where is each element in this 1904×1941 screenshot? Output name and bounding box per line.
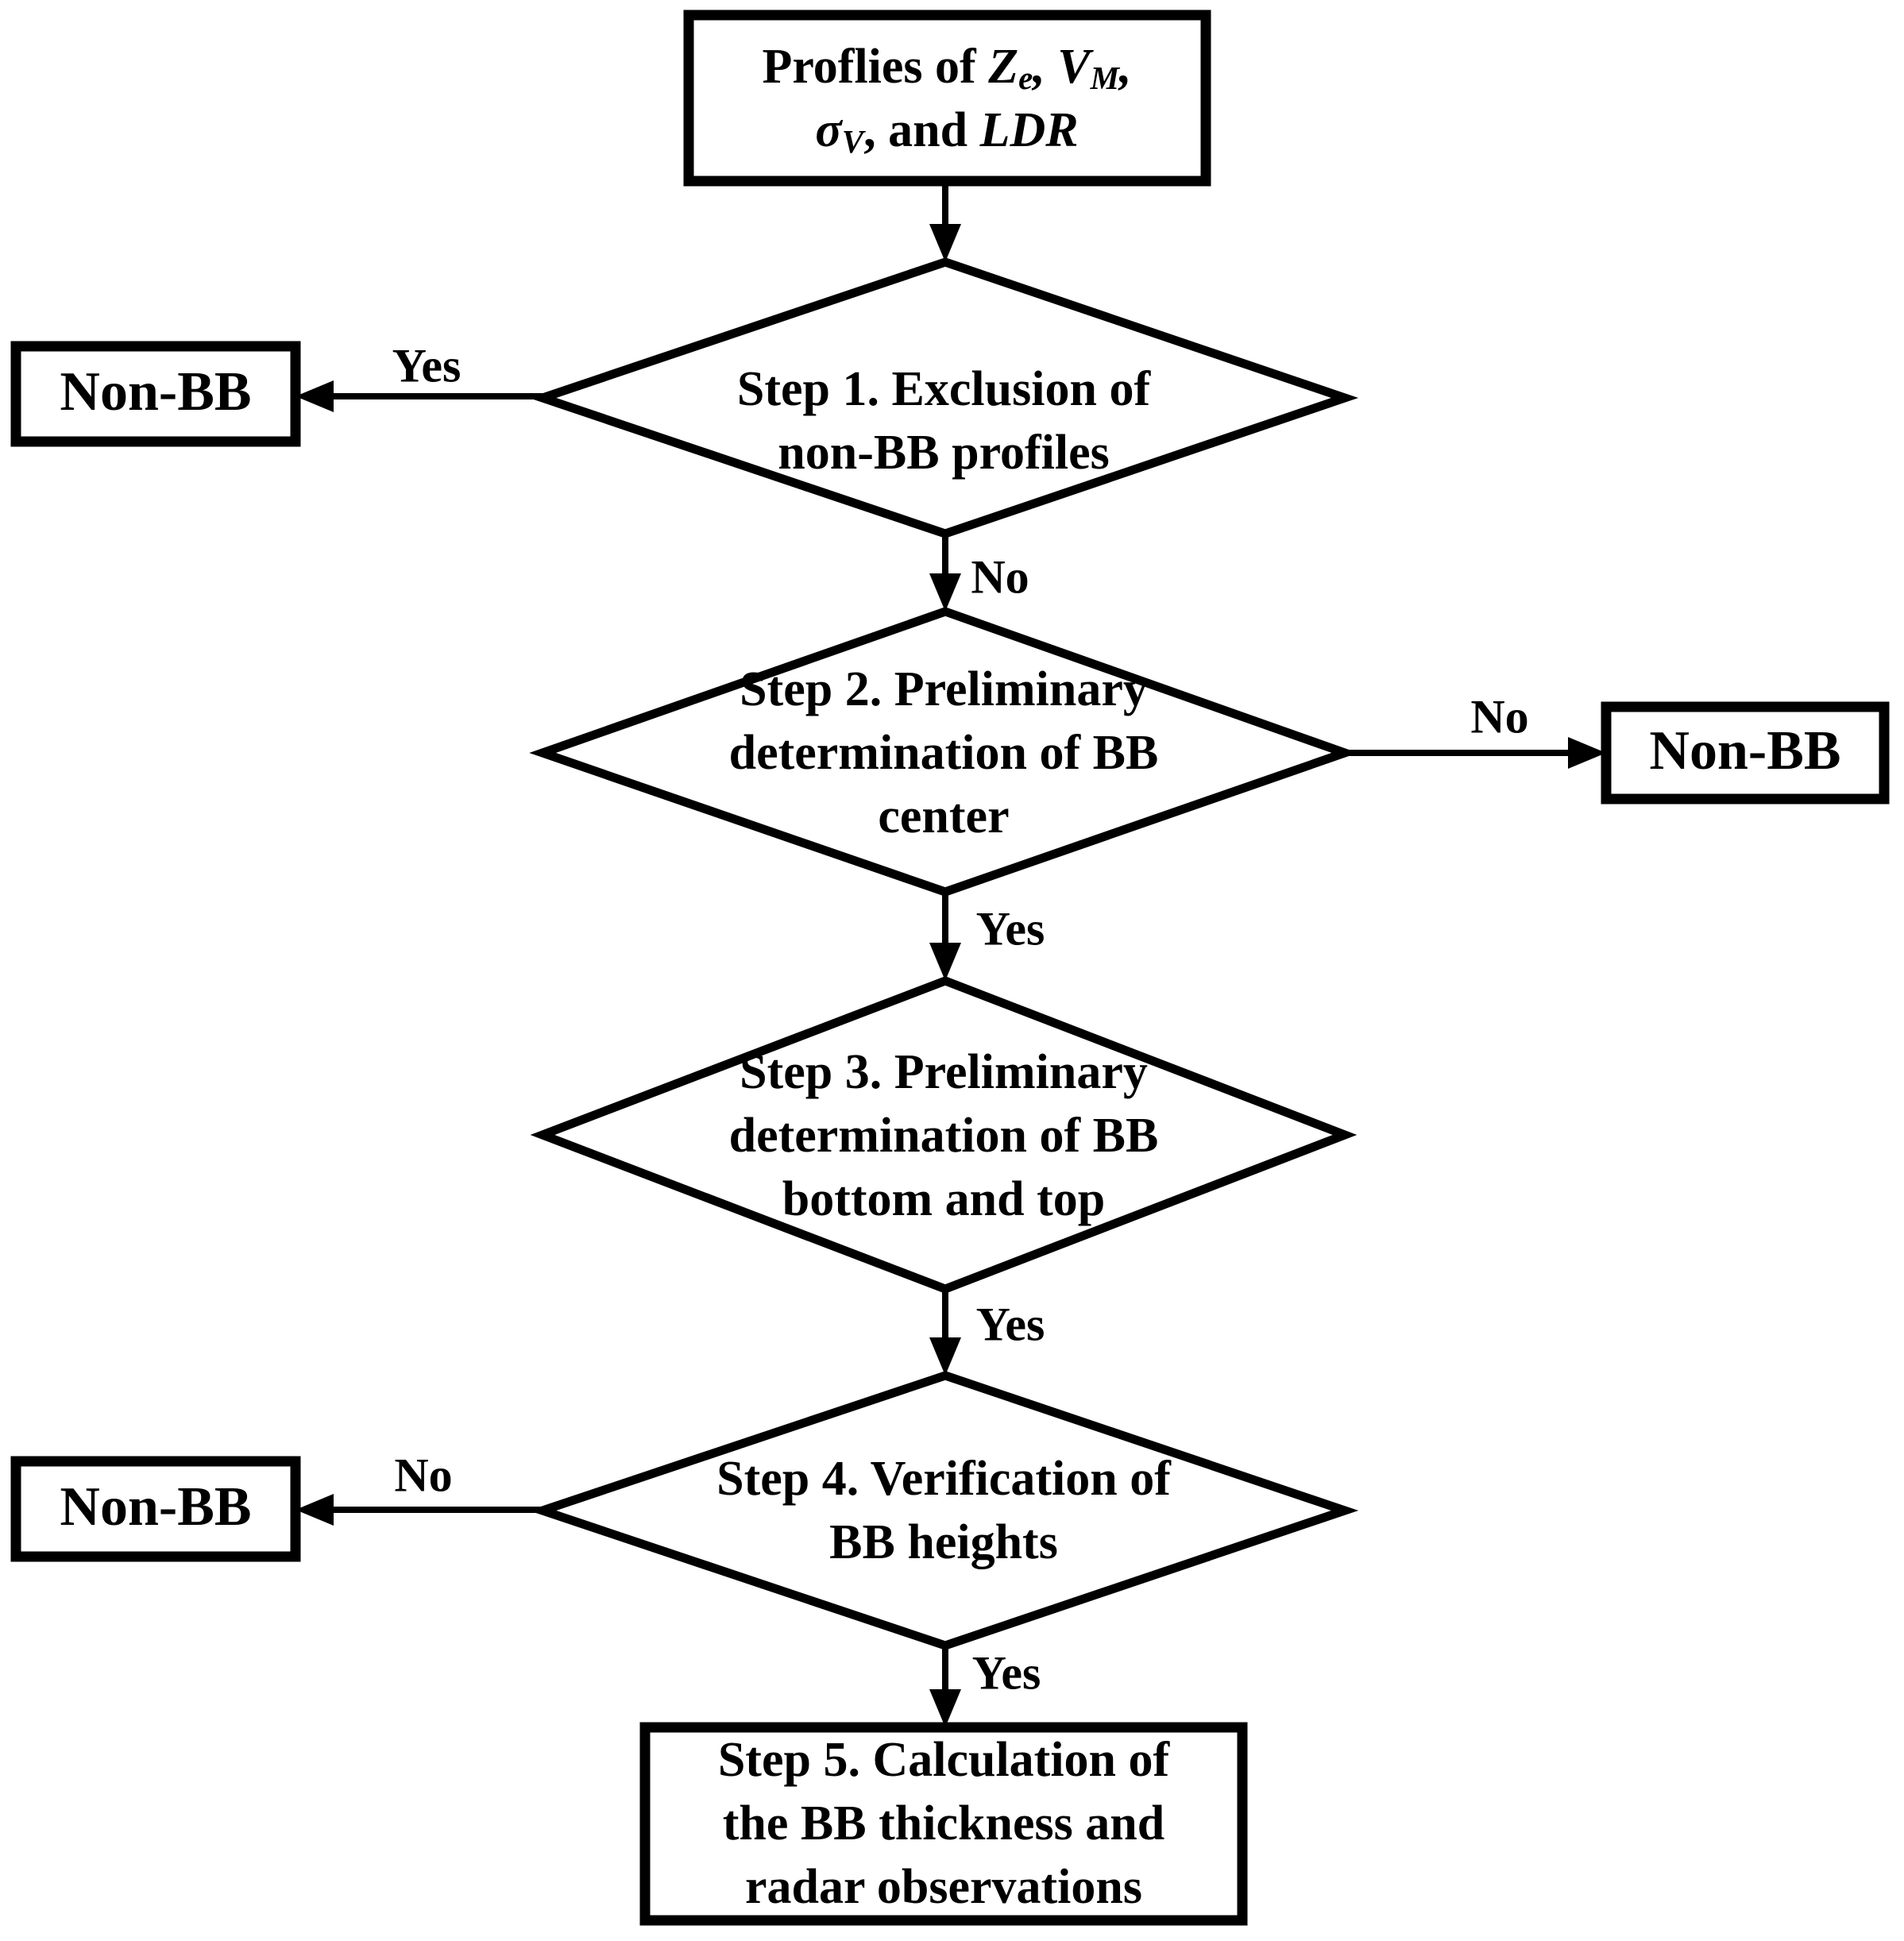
nonbb-right-label: Non-BB — [1649, 720, 1841, 781]
step3-diamond-shape — [530, 976, 1358, 1294]
edge-label-step2-yes: Yes — [975, 902, 1045, 955]
step4-line2: BB heights — [829, 1515, 1058, 1569]
step3-line3: bottom and top — [782, 1172, 1106, 1226]
edge-label-step3-yes: Yes — [975, 1298, 1045, 1351]
step2-line2: determination of BB — [728, 726, 1159, 780]
start-box-line1: Proflies of Ze, VM, — [762, 40, 1132, 97]
nonbb-left1-box-shape — [10, 341, 301, 447]
step1-diamond-shape — [528, 257, 1359, 538]
nonbb-left2-label: Non-BB — [60, 1476, 252, 1538]
edge-label-step1-yes: Yes — [392, 339, 462, 392]
step4-diamond-shape — [528, 1371, 1359, 1650]
step3-line1: Step 3. Preliminary — [740, 1045, 1148, 1099]
edge-label-step1-no: No — [971, 550, 1029, 604]
step1-line1: Step 1. Exclusion of — [736, 362, 1151, 416]
start-box-shape — [683, 10, 1211, 187]
end-box-label: Step 5. Calculation of the BB thickness … — [718, 1728, 1169, 1919]
start-box-label: Proflies of Ze, VM, σV, and LDR — [763, 35, 1132, 162]
edge-label-step2-no: No — [1470, 690, 1529, 743]
edge-label-step4-yes: Yes — [971, 1646, 1041, 1700]
nonbb-left2-box-shape — [10, 1456, 301, 1562]
nonbb-left1-label: Non-BB — [60, 361, 252, 423]
step3-line2: determination of BB — [728, 1109, 1159, 1163]
step1-line2: non-BB profiles — [778, 426, 1110, 480]
step2-line1: Step 2. Preliminary — [740, 662, 1148, 716]
nonbb-right-box-shape — [1601, 701, 1890, 805]
start-box-line2: σV, and LDR — [815, 103, 1079, 160]
end-box-line3: radar observations — [744, 1860, 1143, 1914]
end-box-line1: Step 5. Calculation of — [717, 1733, 1170, 1787]
step2-line3: center — [878, 789, 1010, 843]
step3-diamond-label: Step 3. Preliminary determination of BB … — [729, 1040, 1159, 1231]
end-box-line2: the BB thickness and — [722, 1796, 1165, 1850]
end-box-shape — [639, 1722, 1248, 1926]
step1-diamond-label: Step 1. Exclusion of non-BB profiles — [737, 357, 1150, 484]
step4-line1: Step 4. Verification of — [716, 1452, 1171, 1506]
edge-label-step4-no: No — [394, 1449, 453, 1502]
step2-diamond-shape — [529, 607, 1358, 897]
step4-diamond-label: Step 4. Verification of BB heights — [716, 1447, 1171, 1574]
step2-diamond-label: Step 2. Preliminary determination of BB … — [729, 658, 1159, 848]
